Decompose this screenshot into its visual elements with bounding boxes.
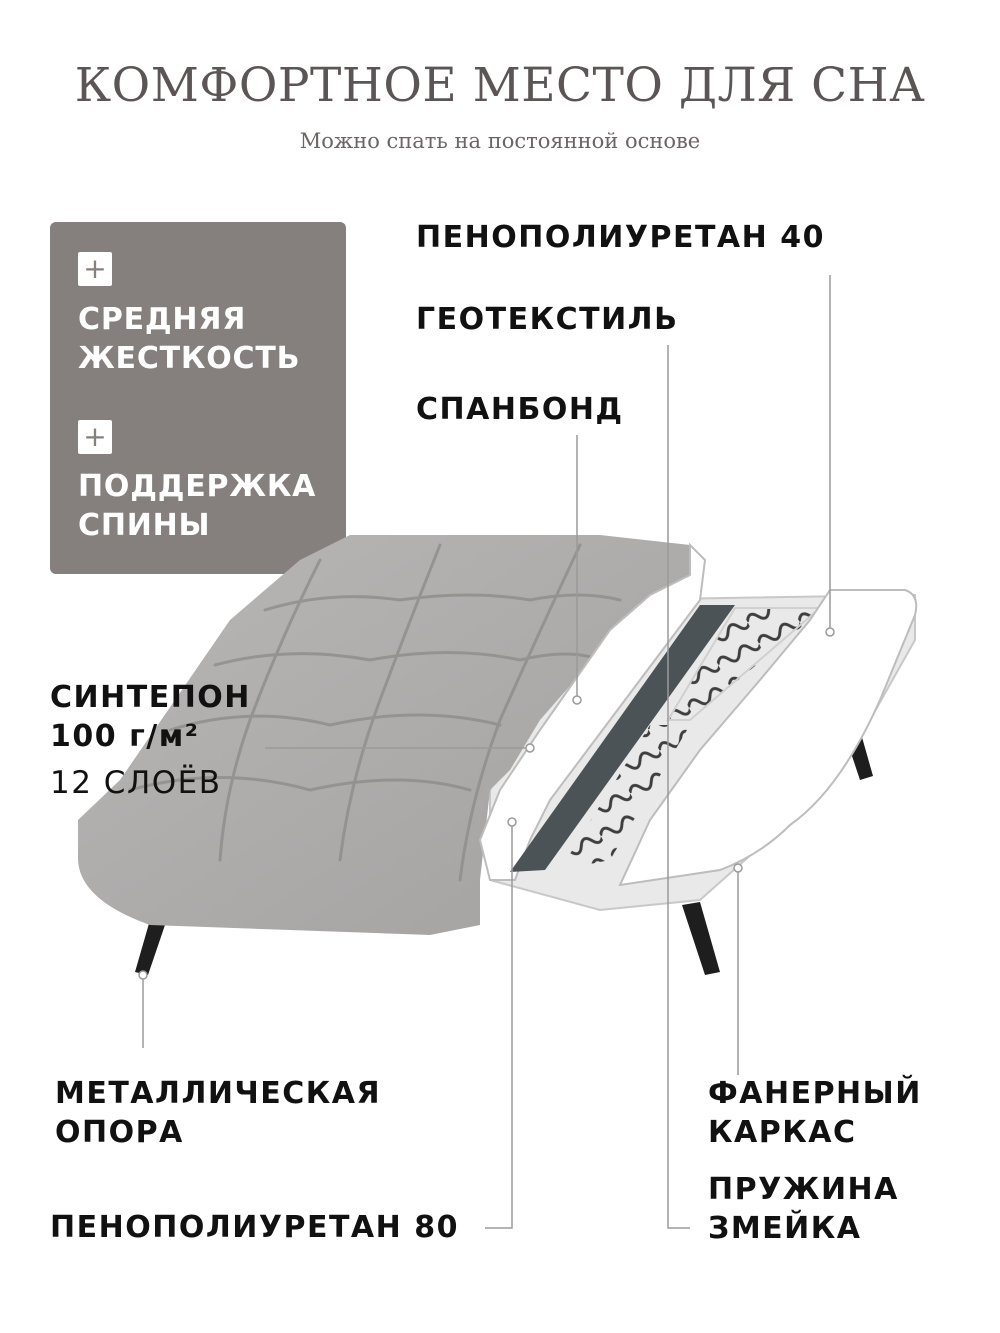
feature-line: ЖЕСТКОСТЬ [78, 341, 301, 376]
feature-line: ПОДДЕРЖКА [78, 469, 317, 504]
plus-icon: + [78, 420, 112, 454]
label-line: КАРКАС [708, 1115, 857, 1150]
geotextile-strip [510, 605, 735, 872]
seat-fabric [78, 535, 700, 935]
feature-line: СРЕДНЯЯ [78, 302, 247, 337]
label-line: ЗМЕЙКА [708, 1211, 862, 1246]
snake-springs-bottom [560, 725, 690, 870]
leader-lines [138, 275, 835, 1229]
page-title: КОМФОРТНОЕ МЕСТО ДЛЯ СНА [74, 58, 926, 113]
label-snake-spring: ПРУЖИНА ЗМЕЙКА [708, 1170, 899, 1248]
label-line: СИНТЕПОН [50, 680, 251, 715]
label-sintepon: СИНТЕПОН 100 г/м² [50, 678, 251, 756]
label-plywood-frame: ФАНЕРНЫЙ КАРКАС [708, 1074, 922, 1152]
label-ppu80: ПЕНОПОЛИУРЕТАН 80 [50, 1210, 459, 1245]
label-line: ПРУЖИНА [708, 1172, 899, 1207]
label-line: 100 г/м² [50, 719, 200, 754]
label-line: ФАНЕРНЫЙ [708, 1076, 922, 1111]
foam-section-right [618, 589, 918, 887]
label-metal-support: МЕТАЛЛИЧЕСКАЯ ОПОРА [55, 1074, 381, 1152]
feature-line: СПИНЫ [78, 508, 211, 543]
label-sintepon-layers: 12 СЛОЁВ [50, 765, 222, 801]
page-subtitle: Можно спать на постоянной основе [299, 129, 701, 153]
label-line: МЕТАЛЛИЧЕСКАЯ [55, 1076, 382, 1111]
features-panel: + СРЕДНЯЯ ЖЕСТКОСТЬ + ПОДДЕРЖКА СПИНЫ [50, 222, 346, 574]
label-spunbond: СПАНБОНД [416, 392, 624, 427]
label-line: ОПОРА [55, 1115, 184, 1150]
label-geotextile: ГЕОТЕКСТИЛЬ [416, 302, 679, 337]
feature-medium-firmness: СРЕДНЯЯ ЖЕСТКОСТЬ [78, 300, 300, 378]
label-ppu40: ПЕНОПОЛИУРЕТАН 40 [416, 220, 825, 255]
snake-springs-top [668, 608, 820, 720]
foam-section-left [478, 542, 707, 881]
tufting-seams [128, 543, 622, 882]
feature-back-support: ПОДДЕРЖКА СПИНЫ [78, 467, 316, 545]
plus-icon: + [78, 252, 112, 286]
